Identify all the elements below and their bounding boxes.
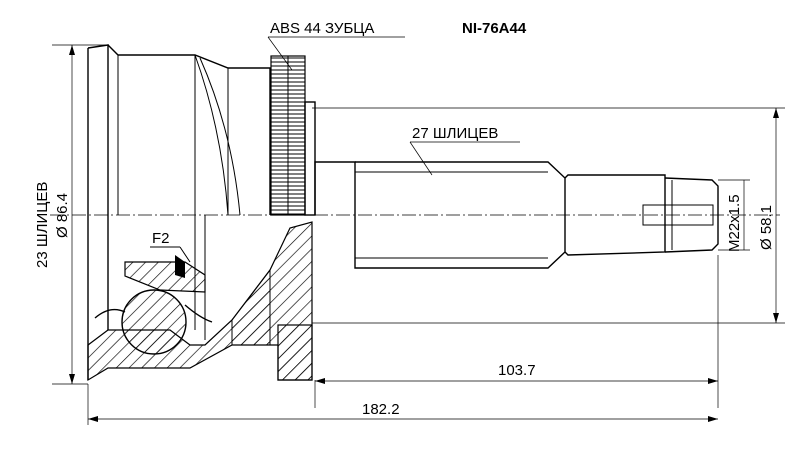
section-view <box>87 215 313 382</box>
abs-leader <box>267 36 293 71</box>
abs-ring <box>270 55 316 216</box>
seal-label: F2 <box>152 230 170 247</box>
shaft-diameter-dimension <box>312 107 785 324</box>
abs-label: ABS 44 ЗУБЦА <box>270 20 374 37</box>
f2-leader-diag <box>179 246 191 263</box>
outer-housing <box>87 44 271 216</box>
outer-splines-label: 23 ШЛИЦЕВ <box>34 182 51 268</box>
inner-splines-label: 27 ШЛИЦЕВ <box>412 125 498 142</box>
shaft-diameter-label: Ø 58.1 <box>758 205 775 250</box>
shaft-length-dimension <box>314 255 719 408</box>
shaft-length-label: 103.7 <box>498 362 536 379</box>
total-length-label: 182.2 <box>362 401 400 418</box>
thread-dimension <box>718 179 750 251</box>
total-length-dimension <box>87 384 718 425</box>
shaft <box>314 161 719 269</box>
outer-diameter-label: Ø 86.4 <box>54 193 71 238</box>
thread-label: M22x1.5 <box>726 194 743 252</box>
outer-diameter-dimension <box>52 44 108 385</box>
part-number: NI-76A44 <box>462 20 527 37</box>
inner-splines-leader <box>409 141 433 176</box>
